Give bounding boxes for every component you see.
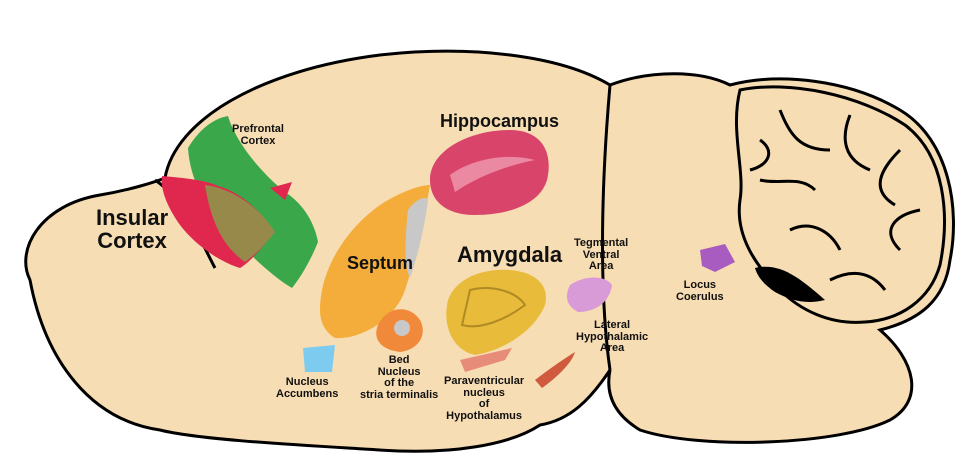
bed-nucleus-label: Bed Nucleus of the stria terminalis (360, 355, 438, 401)
tegmental-line3: Area (574, 261, 628, 273)
paraventricular-label: Paraventricular nucleus of Hypothalamus (444, 376, 524, 422)
tegmental-line1: Tegmental (574, 238, 628, 250)
lateral-hypo-line3: Area (576, 343, 648, 355)
insular-cortex-label: Insular Cortex (96, 206, 168, 252)
prefrontal-label-line2: Cortex (232, 136, 284, 148)
amygdala-label: Amygdala (457, 243, 562, 266)
tegmental-ventral-label: Tegmental Ventral Area (574, 238, 628, 273)
insular-label-line2: Cortex (96, 229, 168, 252)
bed-nucleus-center (394, 320, 410, 336)
pvn-line4: Hypothalamus (444, 411, 524, 423)
locus-coerulus-label: Locus Coerulus (676, 280, 724, 303)
insular-label-line1: Insular (96, 206, 168, 229)
lateral-hypo-line1: Lateral (576, 320, 648, 332)
pvn-line1: Paraventricular (444, 376, 524, 388)
accumbens-line2: Accumbens (276, 389, 338, 401)
locus-line2: Coerulus (676, 292, 724, 304)
prefrontal-cortex-label: Prefrontal Cortex (232, 124, 284, 147)
hippocampus-label: Hippocampus (440, 112, 559, 131)
pvn-line3: of (444, 399, 524, 411)
nucleus-accumbens-region (303, 345, 335, 372)
locus-line1: Locus (676, 280, 724, 292)
bed-line4: stria terminalis (360, 390, 438, 402)
bed-line3: of the (360, 378, 438, 390)
accumbens-line1: Nucleus (276, 377, 338, 389)
bed-line1: Bed (360, 355, 438, 367)
lateral-hypothalamic-label: Lateral Hypothalamic Area (576, 320, 648, 355)
nucleus-accumbens-label: Nucleus Accumbens (276, 377, 338, 400)
prefrontal-label-line1: Prefrontal (232, 124, 284, 136)
septum-label: Septum (347, 254, 413, 273)
